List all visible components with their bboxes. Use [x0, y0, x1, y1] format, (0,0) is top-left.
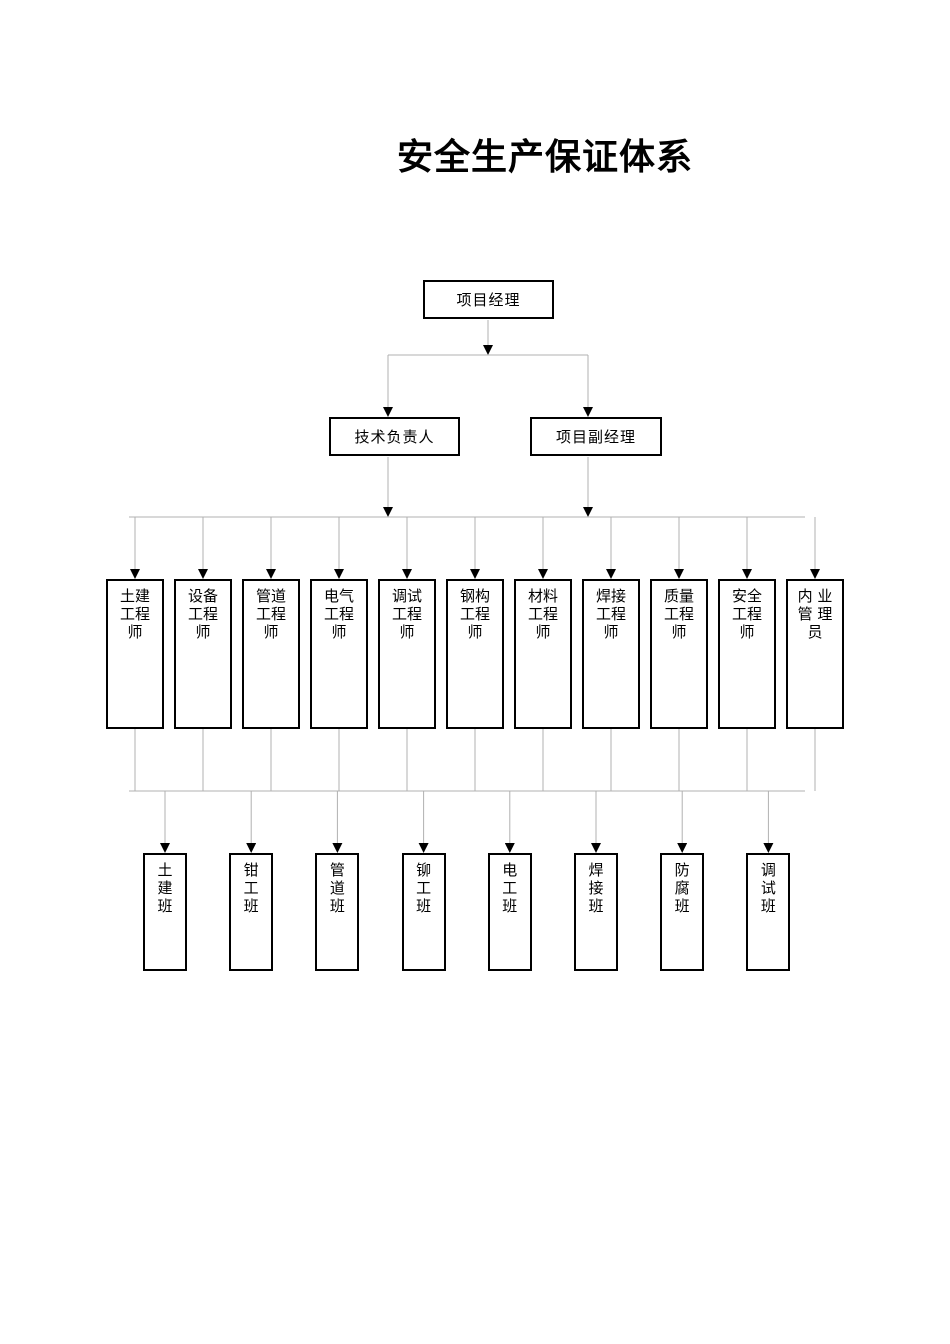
box-team-5: 焊接班: [574, 853, 618, 971]
box-engineer-8-text-line: 工程: [663, 605, 694, 623]
box-level2-1: 项目副经理: [530, 417, 662, 456]
box-engineer-8-text-line: 师: [671, 623, 687, 641]
box-engineer-7-text-line: 工程: [595, 605, 626, 623]
box-engineer-10-text-line: 管 理: [797, 605, 833, 623]
box-engineer-7-text-line: 师: [603, 623, 619, 641]
box-team-0: 土建班: [143, 853, 187, 971]
box-engineer-0: 土建工程师: [106, 579, 164, 729]
box-engineer-6-text-line: 师: [535, 623, 551, 641]
box-engineer-2-text-line: 师: [263, 623, 279, 641]
box-team-3-text-line: 工: [416, 879, 432, 897]
box-engineer-4-text-line: 师: [399, 623, 415, 641]
box-engineer-3-text-line: 师: [331, 623, 347, 641]
box-team-0-text-line: 建: [157, 879, 173, 897]
box-team-4: 电工班: [487, 853, 532, 971]
box-engineer-10: 内 业管 理员: [786, 579, 844, 729]
box-engineer-6: 材料工程师: [514, 579, 572, 729]
box-team-3: 铆工班: [401, 853, 446, 971]
box-level2-0-label: 技术负责人: [354, 428, 435, 446]
box-team-7-text-line: 调: [760, 861, 776, 879]
box-engineer-6-text-line: 材料: [527, 587, 558, 605]
box-team-6-text-line: 防: [674, 861, 690, 879]
box-project-manager-label: 项目经理: [456, 291, 521, 309]
box-engineer-7-text-line: 焊接: [595, 587, 626, 605]
box-engineer-0-text-line: 土建: [119, 587, 150, 605]
box-team-3-text-line: 铆: [416, 861, 432, 879]
box-engineer-4: 调试工程师: [378, 579, 436, 729]
box-engineer-3: 电气工程师: [310, 579, 368, 729]
box-engineer-1-text-line: 设备: [187, 587, 218, 605]
box-engineer-5: 钢构工程师: [446, 579, 504, 729]
box-engineer-9: 安全工程师: [718, 579, 776, 729]
box-engineer-5-text-line: 钢构: [459, 587, 490, 605]
box-team-6: 防腐班: [660, 853, 705, 971]
box-team-2-text-line: 管: [329, 861, 345, 879]
box-team-1-text-line: 钳: [243, 861, 259, 879]
box-engineer-7: 焊接工程师: [582, 579, 640, 729]
box-engineer-2-text-line: 管道: [255, 587, 286, 605]
box-team-6-text-line: 班: [674, 897, 690, 915]
box-engineer-1-text-line: 工程: [187, 605, 218, 623]
box-engineer-9-text-line: 工程: [731, 605, 762, 623]
box-team-1-text-line: 班: [243, 897, 259, 915]
box-engineer-0-text-line: 师: [127, 623, 143, 641]
box-engineer-5-text-line: 师: [467, 623, 483, 641]
box-engineer-3-text-line: 工程: [323, 605, 354, 623]
box-engineer-9-text-line: 师: [739, 623, 755, 641]
box-team-5-text-line: 班: [588, 897, 604, 915]
box-team-1: 钳工班: [229, 853, 274, 971]
box-engineer-1: 设备工程师: [174, 579, 232, 729]
box-team-5-text-line: 接: [588, 879, 604, 897]
box-team-2-text-line: 班: [329, 897, 345, 915]
box-engineer-0-text-line: 工程: [119, 605, 150, 623]
box-team-0-text-line: 土: [157, 861, 173, 879]
box-engineer-4-text-line: 工程: [391, 605, 422, 623]
box-engineer-3-text-line: 电气: [323, 587, 354, 605]
box-team-7-text-line: 班: [760, 897, 776, 915]
box-engineer-10-text-line: 员: [807, 623, 823, 641]
box-engineer-2: 管道工程师: [242, 579, 300, 729]
box-team-4-text-line: 工: [502, 879, 518, 897]
box-team-7: 调试班: [746, 853, 791, 971]
box-team-2-text-line: 道: [329, 879, 345, 897]
box-engineer-5-text-line: 工程: [459, 605, 490, 623]
box-engineer-4-text-line: 调试: [391, 587, 422, 605]
box-engineer-6-text-line: 工程: [527, 605, 558, 623]
box-team-4-text-line: 电: [502, 861, 518, 879]
box-engineer-2-text-line: 工程: [255, 605, 286, 623]
box-engineer-1-text-line: 师: [195, 623, 211, 641]
box-engineer-10-text-line: 内 业: [797, 587, 833, 605]
box-level2-1-label: 项目副经理: [555, 428, 636, 446]
box-team-5-text-line: 焊: [588, 861, 604, 879]
box-engineer-8-text-line: 质量: [663, 587, 694, 605]
box-team-3-text-line: 班: [416, 897, 432, 915]
box-level2-0: 技术负责人: [329, 417, 460, 456]
box-team-2: 管道班: [315, 853, 360, 971]
box-team-4-text-line: 班: [502, 897, 518, 915]
box-engineer-9-text-line: 安全: [731, 587, 762, 605]
box-project-manager: 项目经理: [423, 280, 554, 319]
box-team-1-text-line: 工: [243, 879, 259, 897]
page-title: 安全生产保证体系: [396, 136, 693, 178]
box-team-7-text-line: 试: [760, 879, 776, 897]
box-engineer-8: 质量工程师: [650, 579, 708, 729]
box-team-0-text-line: 班: [157, 897, 173, 915]
box-team-6-text-line: 腐: [674, 879, 690, 897]
